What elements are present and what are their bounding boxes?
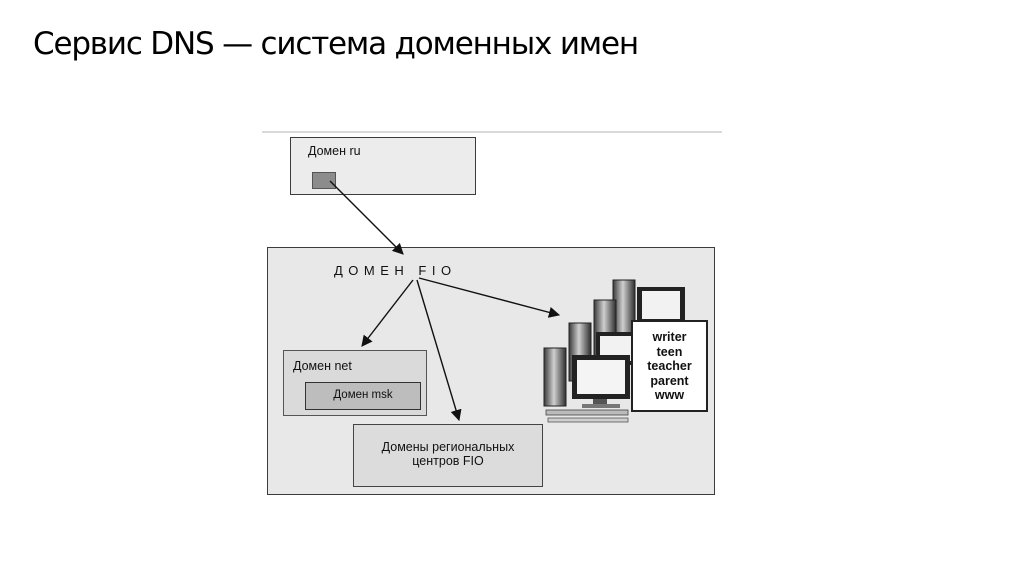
regional-domains-box: Домены региональных центров FIO: [353, 424, 543, 487]
computers-icon: [543, 279, 685, 423]
diagram-graphics: [329, 180, 685, 423]
subdomains-box: writer teen teacher parent www: [631, 320, 708, 412]
subdomain-teen: teen: [656, 344, 683, 359]
arrow-fio-to-net: [361, 279, 414, 347]
regional-domains-label-line1: Домены региональных: [381, 440, 515, 454]
gray-square-icon: [312, 172, 336, 189]
domain-ru-label: Домен ru: [308, 144, 361, 158]
domain-fio-label: ДОМЕН FIO: [334, 263, 457, 278]
subdomain-writer: writer: [652, 330, 687, 344]
domain-msk-label: Домен msk: [333, 389, 393, 401]
slide-title: Сервис DNS — система доменных имен: [33, 26, 639, 62]
subdomain-www: www: [654, 388, 685, 402]
domain-msk-box: Домен msk: [305, 382, 421, 410]
arrow-fio-to-hosts: [418, 277, 561, 318]
subdomain-parent: parent: [650, 373, 689, 388]
subdomain-teacher: teacher: [647, 359, 692, 373]
arrow-fio-to-regional: [416, 279, 462, 422]
dns-diagram: Домен ru ДОМЕН FIO Домен net Домен msk Д…: [260, 128, 722, 500]
domain-net-label: Домен net: [293, 359, 352, 373]
domain-ru-box: Домен ru: [290, 137, 476, 195]
regional-domains-label-line2: центров FIO: [412, 454, 484, 468]
divider-line: [262, 131, 722, 133]
arrow-ru-to-fio: [329, 180, 404, 255]
